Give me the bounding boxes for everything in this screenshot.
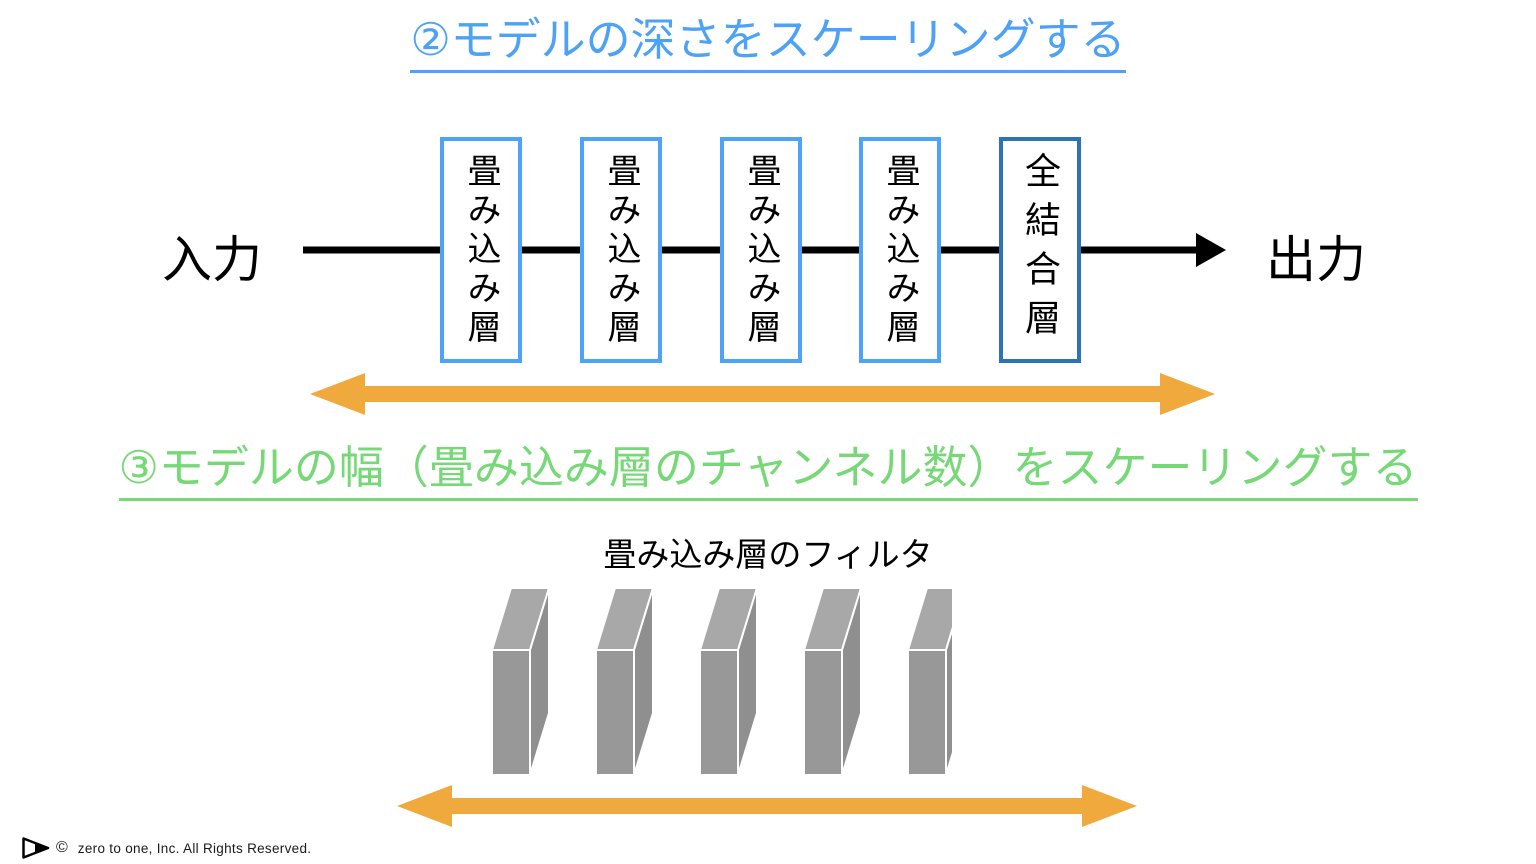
layer-box-conv-4: 畳み込み層 (859, 137, 941, 363)
output-label: 出力 (1266, 232, 1366, 288)
depth-scaling-range-arrow (310, 373, 1215, 415)
filter-slabs (491, 587, 952, 776)
filter-slab-3 (699, 587, 758, 776)
footer: © zero to one, Inc. All Rights Reserved. (22, 836, 311, 860)
layer-box-conv-2: 畳み込み層 (580, 137, 662, 363)
layer-box-label: 畳み込み層 (742, 152, 780, 348)
filter-slab-1 (491, 587, 550, 776)
layer-box-label: 畳み込み層 (462, 152, 500, 348)
layer-box-fc: 全結合層 (999, 137, 1081, 363)
layer-box-label: 全結合層 (1020, 152, 1061, 348)
width-scaling-range-arrow (397, 785, 1137, 827)
filter-slab-5 (907, 587, 952, 776)
layer-box-label: 畳み込み層 (881, 152, 919, 348)
zero-to-one-logo-icon (22, 837, 50, 859)
copyright-symbol: © (56, 839, 68, 856)
layer-box-conv-3: 畳み込み層 (720, 137, 802, 363)
section-depth-title-text: ②モデルの深さをスケーリングする (410, 14, 1126, 73)
filter-slab-2 (595, 587, 654, 776)
filter-slab-4 (803, 587, 862, 776)
layer-box-conv-1: 畳み込み層 (440, 137, 522, 363)
section-width-title-text: ③モデルの幅（畳み込み層のチャンネル数）をスケーリングする (118, 442, 1418, 501)
copyright-text: zero to one, Inc. All Rights Reserved. (77, 840, 312, 856)
section-depth-title: ②モデルの深さをスケーリングする (0, 14, 1536, 73)
layer-box-label: 畳み込み層 (602, 152, 640, 348)
section-width-title: ③モデルの幅（畳み込み層のチャンネル数）をスケーリングする (0, 442, 1536, 501)
input-label: 入力 (162, 232, 262, 288)
filters-label: 畳み込み層のフィルタ (603, 536, 933, 573)
